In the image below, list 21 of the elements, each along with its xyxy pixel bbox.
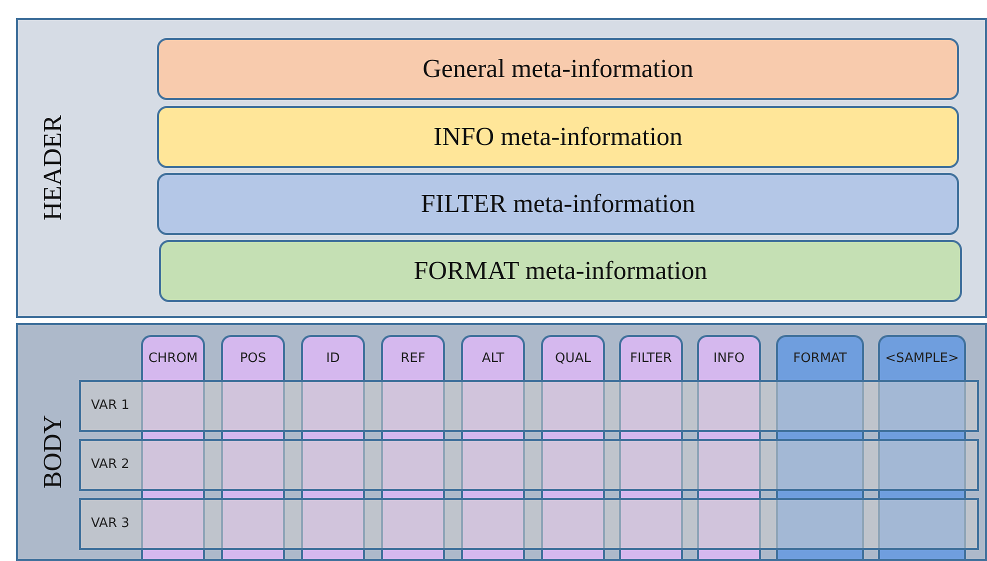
column-header: FILTER [619, 335, 683, 559]
column-header: QUAL [541, 335, 605, 559]
section-label: HEADER [38, 115, 68, 220]
column-header: FORMAT [776, 335, 864, 559]
meta-information-box: INFO meta-information [157, 106, 959, 168]
section-panel [16, 18, 987, 318]
meta-information-box: General meta-information [157, 38, 959, 100]
meta-information-box: FORMAT meta-information [159, 240, 962, 302]
column-header: POS [221, 335, 285, 559]
meta-information-box: FILTER meta-information [157, 173, 959, 235]
column-header: ALT [461, 335, 525, 559]
column-header: CHROM [141, 335, 205, 559]
column-header: INFO [697, 335, 761, 559]
column-header: ID [301, 335, 365, 559]
column-header: <SAMPLE> [878, 335, 966, 559]
variant-row: VAR 2 [79, 439, 979, 491]
variant-row: VAR 1 [79, 380, 979, 432]
column-header: REF [381, 335, 445, 559]
section-label: BODY [38, 415, 68, 489]
variant-row: VAR 3 [79, 498, 979, 550]
section-panel [16, 323, 987, 561]
